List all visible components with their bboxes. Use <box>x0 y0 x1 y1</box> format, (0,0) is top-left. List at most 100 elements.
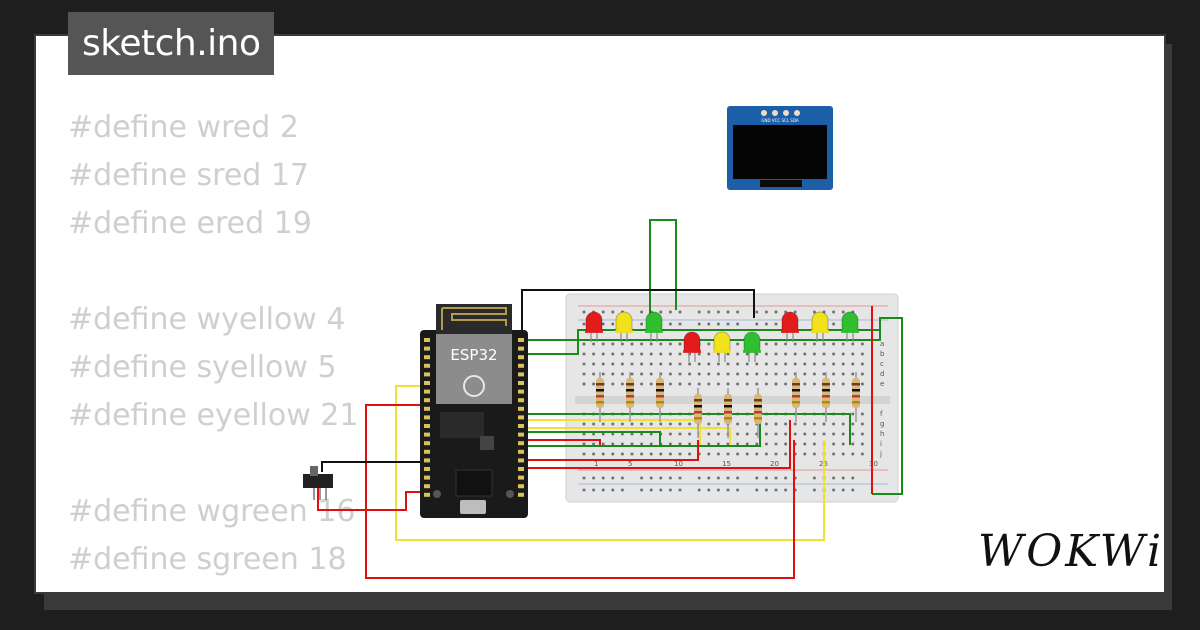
breadboard-hole <box>649 382 653 386</box>
file-name-tab[interactable]: sketch.ino <box>68 12 275 75</box>
breadboard-hole <box>669 382 672 386</box>
resistor-band <box>626 395 634 398</box>
breadboard-hole <box>774 476 778 480</box>
breadboard-hole <box>774 488 778 492</box>
esp32-pin <box>518 475 524 480</box>
breadboard-hole <box>774 342 778 346</box>
led <box>713 331 731 353</box>
code-line: #define ered 19 <box>68 206 312 241</box>
breadboard-hole <box>669 476 672 480</box>
breadboard-hole <box>601 488 605 492</box>
breadboard-hole <box>745 352 749 356</box>
breadboard-hole <box>678 322 682 326</box>
esp32-pin <box>518 449 524 454</box>
breadboard-hole <box>822 372 826 376</box>
breadboard-hole <box>621 452 624 456</box>
breadboard-hole <box>832 352 835 356</box>
led <box>615 311 633 333</box>
breadboard-hole <box>707 342 711 346</box>
breadboard-hole <box>592 422 595 426</box>
breadboard-hole <box>640 342 643 346</box>
oled-display[interactable]: GND VCC SCL SDA <box>727 106 833 190</box>
svg-text:j: j <box>879 450 882 458</box>
resistor-band <box>792 389 800 392</box>
breadboard-hole <box>659 362 663 366</box>
led-base <box>811 330 829 333</box>
breadboard-hole <box>640 432 643 436</box>
breadboard-hole <box>851 372 855 376</box>
breadboard-hole <box>784 422 787 426</box>
code-line: #define wgreen 16 <box>68 494 356 529</box>
resistor-band <box>724 411 732 414</box>
breadboard-hole <box>813 488 816 492</box>
breadboard-hole <box>832 442 835 446</box>
breadboard-hole <box>697 452 701 456</box>
breadboard-hole <box>669 488 672 492</box>
breadboard-hole <box>832 310 835 314</box>
breadboard-hole <box>621 372 624 376</box>
breadboard-hole <box>611 422 615 426</box>
breadboard-hole <box>822 310 826 314</box>
breadboard-hole <box>755 452 759 456</box>
breadboard-hole <box>726 310 730 314</box>
breadboard-hole <box>793 432 797 436</box>
breadboard-hole <box>755 310 759 314</box>
esp32-pin <box>518 372 524 377</box>
breadboard-hole <box>774 322 778 326</box>
breadboard-hole <box>678 382 682 386</box>
code-line: #define egreen 22 <box>68 584 349 592</box>
esp32-pin <box>518 467 524 471</box>
breadboard-hole <box>755 352 759 356</box>
breadboard-hole <box>582 310 586 314</box>
breadboard-hole <box>803 432 807 436</box>
breadboard-hole <box>697 382 701 386</box>
resistor-band <box>822 383 830 386</box>
breadboard-hole <box>784 342 787 346</box>
esp32-pin <box>518 389 524 394</box>
breadboard-hole <box>793 310 797 314</box>
breadboard-hole <box>697 322 701 326</box>
esp32-pin <box>518 363 524 368</box>
breadboard-hole <box>707 352 711 356</box>
breadboard-hole <box>611 362 615 366</box>
breadboard-hole <box>621 310 624 314</box>
breadboard-hole <box>822 352 826 356</box>
breadboard-hole <box>640 422 643 426</box>
resistor-band <box>754 417 762 420</box>
breadboard-hole <box>803 442 807 446</box>
breadboard-hole <box>774 382 778 386</box>
breadboard-hole <box>755 476 759 480</box>
breadboard-hole <box>659 352 663 356</box>
breadboard-hole <box>745 382 749 386</box>
breadboard-hole <box>592 476 595 480</box>
esp32-board[interactable]: ESP32 <box>420 304 528 518</box>
breadboard-hole <box>659 310 663 314</box>
breadboard-hole <box>611 432 615 436</box>
breadboard-hole <box>717 422 720 426</box>
breadboard-hole <box>669 442 672 446</box>
breadboard-hole <box>841 362 845 366</box>
breadboard-hole <box>793 342 797 346</box>
breadboard-hole <box>582 382 586 386</box>
resistor-band <box>656 401 664 404</box>
breadboard-hole <box>640 488 643 492</box>
breadboard-hole <box>707 476 711 480</box>
slide-switch[interactable] <box>303 466 333 500</box>
breadboard-hole <box>765 310 768 314</box>
breadboard-hole <box>688 382 691 386</box>
breadboard-hole <box>765 322 768 326</box>
breadboard-hole <box>649 442 653 446</box>
breadboard-hole <box>649 452 653 456</box>
breadboard-hole <box>688 442 691 446</box>
led <box>743 331 761 353</box>
wokwi-logo: WOKWi <box>978 526 1165 577</box>
resistor-band <box>596 395 604 398</box>
breadboard-hole <box>755 382 759 386</box>
breadboard-hole <box>640 310 643 314</box>
breadboard-hole <box>803 382 807 386</box>
breadboard-hole <box>774 452 778 456</box>
esp32-pin <box>518 338 524 342</box>
code-line: #define wyellow 4 <box>68 302 346 337</box>
breadboard-hole <box>630 372 634 376</box>
breadboard-hole <box>592 382 595 386</box>
